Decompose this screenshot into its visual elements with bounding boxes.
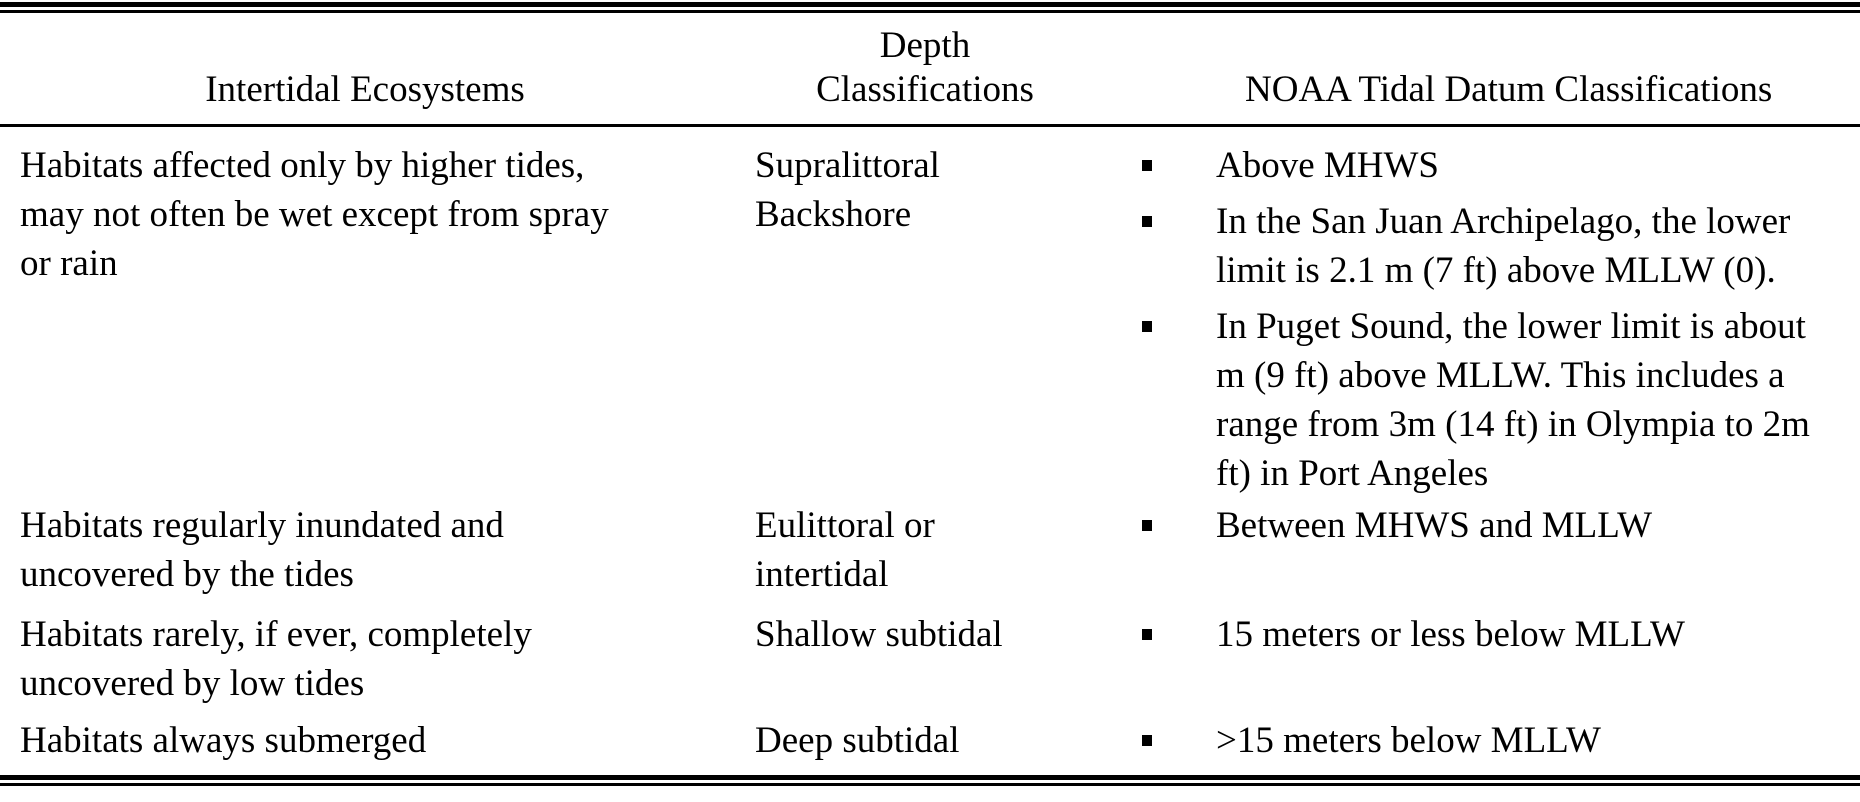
row1-depth-line1: Supralittoral xyxy=(755,145,940,186)
header-depth-classifications: Depth Classifications xyxy=(730,24,1120,112)
square-bullet-icon xyxy=(1142,629,1152,640)
row2-depth-line2: intertidal xyxy=(755,554,889,595)
row3-depth: Shallow subtidal xyxy=(755,610,1003,659)
top-rule-thick xyxy=(0,2,1860,7)
row4-depth: Deep subtidal xyxy=(755,716,959,765)
header-depth-line2: Classifications xyxy=(816,69,1034,110)
row3-depth-line1: Shallow subtidal xyxy=(755,614,1003,655)
header-intertidal-ecosystems: Intertidal Ecosystems xyxy=(205,69,525,110)
bullet-text-line: limit is 2.1 m (7 ft) above MLLW (0). xyxy=(1216,250,1776,291)
top-rule-thin xyxy=(0,10,1860,13)
bullet-text-line: m (9 ft) above MLLW. This includes a xyxy=(1216,355,1785,396)
row3-ecosystem: Habitats rarely, if ever, completely unc… xyxy=(20,610,532,708)
bullet-text-line: 15 meters or less below MLLW xyxy=(1216,614,1685,655)
row1-ecosystem: Habitats affected only by higher tides, … xyxy=(20,141,609,288)
row2-ecosystem: Habitats regularly inundated and uncover… xyxy=(20,501,504,599)
bullet-text-line: range from 3m (14 ft) in Olympia to 2m xyxy=(1216,404,1810,445)
square-bullet-icon xyxy=(1142,735,1152,746)
row1-depth-line2: Backshore xyxy=(755,194,912,235)
row4-ecosystem: Habitats always submerged xyxy=(20,716,426,765)
row3-ecosystem-line1: Habitats rarely, if ever, completely xyxy=(20,614,532,655)
row2-ecosystem-line1: Habitats regularly inundated and xyxy=(20,505,504,546)
bullet-text-line: Between MHWS and MLLW xyxy=(1216,505,1653,546)
row1-ecosystem-line2: may not often be wet except from spray xyxy=(20,194,609,235)
bottom-rule-thick xyxy=(0,775,1860,780)
bullet-text-line: ft) in Port Angeles xyxy=(1216,453,1489,494)
header-divider-rule xyxy=(0,124,1860,127)
bullet-text-line: In Puget Sound, the lower limit is about xyxy=(1216,306,1806,347)
bullet-text-line: In the San Juan Archipelago, the lower xyxy=(1216,201,1791,242)
row2-depth: Eulittoral or intertidal xyxy=(755,501,935,599)
bottom-rule-thin xyxy=(0,783,1860,786)
header-noaa-tidal-datum: NOAA Tidal Datum Classifications xyxy=(1245,69,1773,110)
row1-ecosystem-line3: or rain xyxy=(20,243,118,284)
bullet-text-line: >15 meters below MLLW xyxy=(1216,720,1601,761)
row3-ecosystem-line2: uncovered by low tides xyxy=(20,663,365,704)
square-bullet-icon xyxy=(1142,160,1152,171)
header-depth-line1: Depth xyxy=(879,25,971,66)
square-bullet-icon xyxy=(1142,520,1152,531)
row4-depth-line1: Deep subtidal xyxy=(755,720,960,761)
row4-ecosystem-line1: Habitats always submerged xyxy=(20,720,427,761)
bullet-text-line: Above MHWS xyxy=(1216,145,1440,186)
row2-depth-line1: Eulittoral or xyxy=(755,505,935,546)
square-bullet-icon xyxy=(1142,321,1152,332)
square-bullet-icon xyxy=(1142,216,1152,227)
row1-depth: Supralittoral Backshore xyxy=(755,141,940,239)
row2-ecosystem-line2: uncovered by the tides xyxy=(20,554,354,595)
row1-ecosystem-line1: Habitats affected only by higher tides, xyxy=(20,145,585,186)
